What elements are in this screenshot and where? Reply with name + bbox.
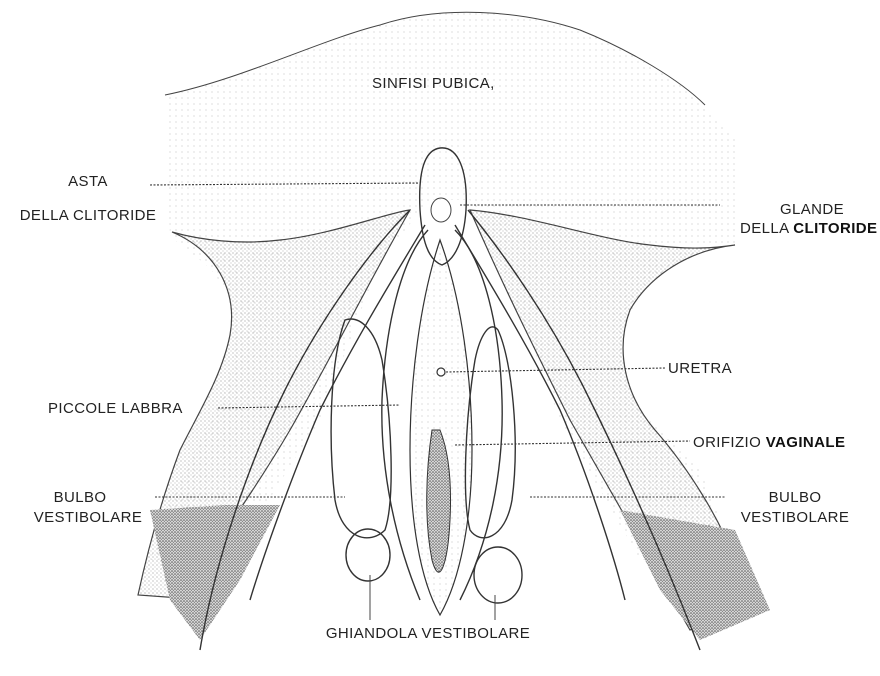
left-thigh-shade — [150, 505, 280, 640]
label-glande-line1: GLANDE — [780, 201, 844, 218]
label-sinfisi-pubica: SINFISI PUBICA, — [372, 75, 495, 92]
label-orifizio-vaginale: ORIFIZIO VAGINALE — [693, 434, 845, 451]
glans-tip — [431, 198, 451, 222]
right-thigh-shade — [620, 510, 770, 640]
label-bulbo-left-2: VESTIBOLARE — [34, 509, 143, 526]
label-asta-line1: ASTA — [68, 173, 108, 190]
label-bulbo-left-1: BULBO — [54, 489, 107, 506]
urethra-opening — [437, 368, 445, 376]
label-ghiandola-vestibolare: GHIANDOLA VESTIBOLARE — [326, 625, 530, 642]
label-piccole-labbra: PICCOLE LABBRA — [48, 400, 183, 417]
right-vestibular-gland — [474, 547, 522, 603]
label-bulbo-right-2: VESTIBOLARE — [741, 509, 850, 526]
label-glande-clitoride: CLITORIDE — [793, 220, 877, 237]
left-vestibular-gland — [346, 529, 390, 581]
label-bulbo-right-1: BULBO — [769, 489, 822, 506]
label-orifizio: ORIFIZIO — [693, 434, 766, 451]
label-glande-line2: DELLA CLITORIDE — [740, 220, 877, 237]
label-glande-della: DELLA — [740, 220, 793, 237]
label-uretra: URETRA — [668, 360, 732, 377]
right-vestibular-bulb — [465, 327, 515, 538]
label-asta-line2: DELLA CLITORIDE — [20, 207, 157, 224]
label-vaginale: VAGINALE — [766, 434, 846, 451]
